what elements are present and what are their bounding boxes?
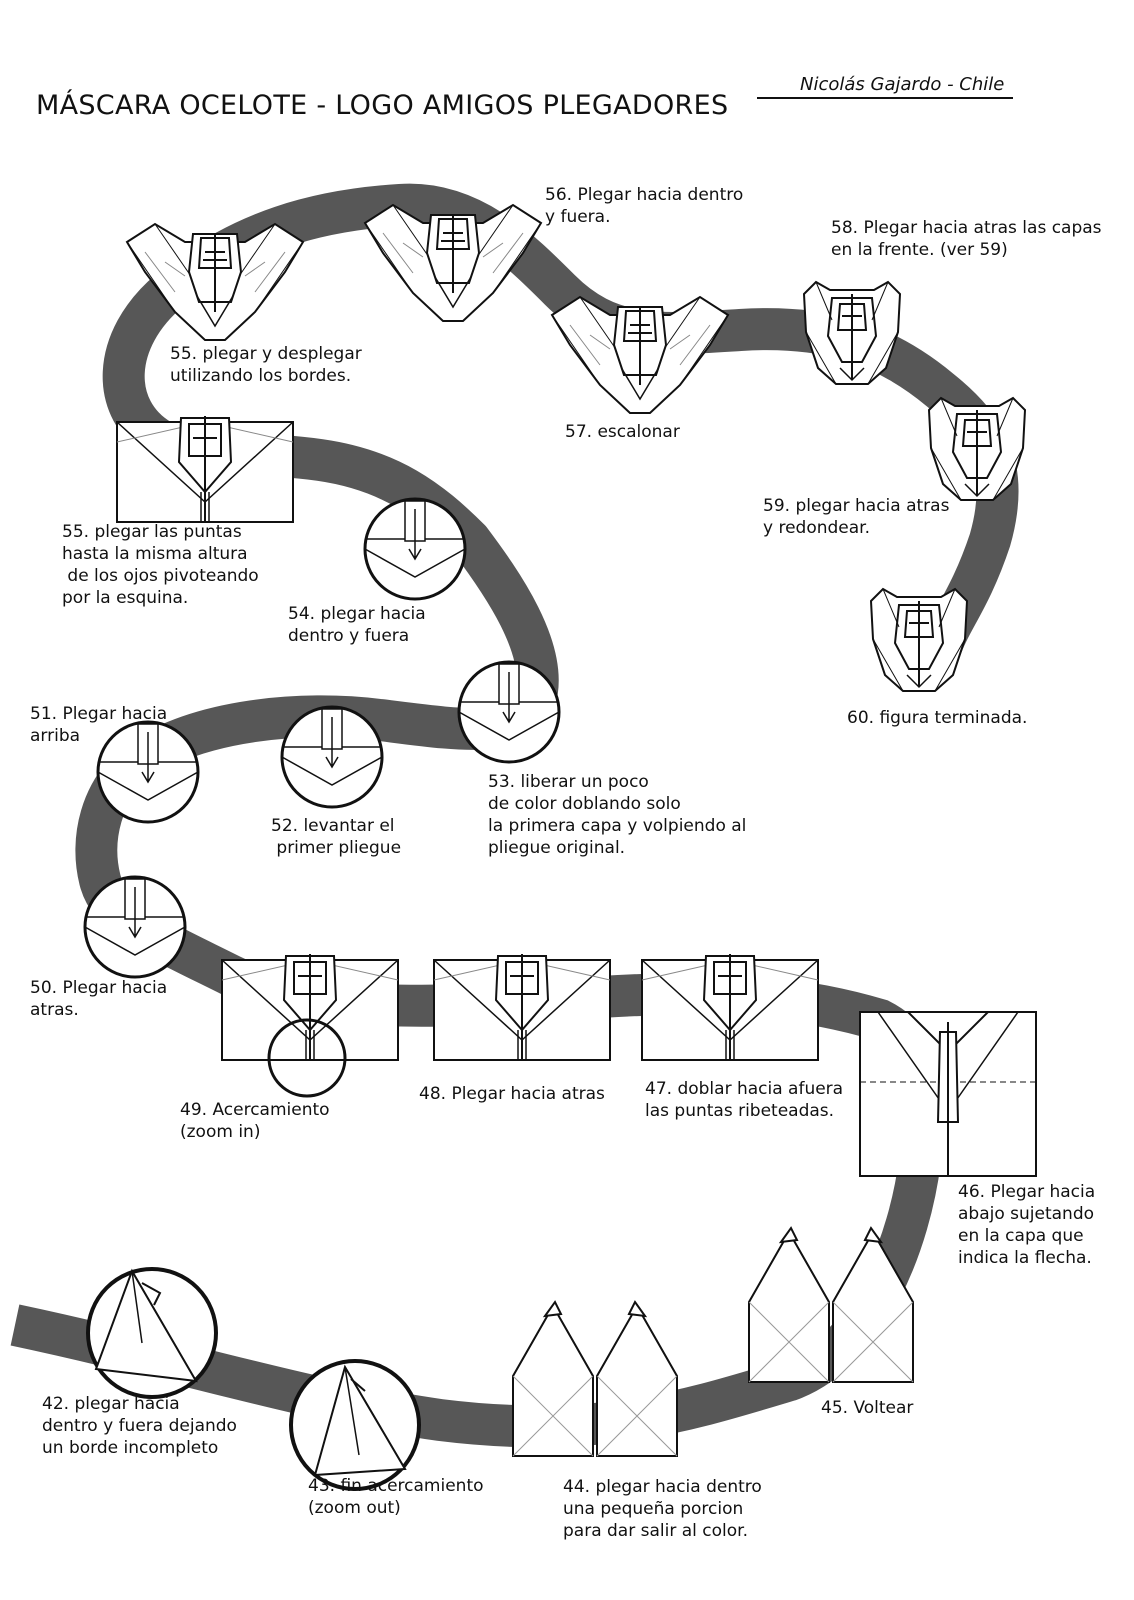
step-54-label: 54. plegar hacia dentro y fuera (288, 604, 426, 646)
step-42-figure (86, 1267, 218, 1399)
step-52-label: 52. levantar el primer pliegue (271, 816, 402, 858)
step-60-figure (870, 588, 968, 692)
step-57-label: 57. escalonar (565, 422, 680, 442)
step-51-label: 51. Plegar hacia arriba (30, 704, 168, 746)
step-48-label: 48. Plegar hacia atras (419, 1084, 605, 1104)
page-title: MÁSCARA OCELOTE - LOGO AMIGOS PLEGADORES (36, 90, 729, 121)
step-49-label: 49. Acercamiento (zoom in) (180, 1100, 330, 1142)
step-47-figure (641, 953, 819, 1061)
step-58-label: 58. Plegar hacia atras las capas en la f… (831, 218, 1102, 260)
step-53-label: 53. liberar un poco de color doblando so… (488, 772, 747, 858)
step-44-label: 44. plegar hacia dentro una pequeña porc… (563, 1477, 762, 1541)
step-59-label: 59. plegar hacia atras y redondear. (763, 496, 950, 538)
step-58-figure (803, 281, 901, 385)
step-54-figure (363, 497, 467, 601)
step-60-label: 60. figura terminada. (847, 708, 1028, 728)
step-52-figure (280, 705, 384, 809)
step-43-figure (289, 1359, 421, 1491)
step-56-figure (364, 204, 542, 322)
step-42-label: 42. plegar hacia dentro y fuera dejando … (42, 1394, 237, 1458)
step-50-figure (83, 875, 187, 979)
step-49-figure (221, 953, 399, 1061)
step-55a-label: 55. plegar las puntas hasta la misma alt… (62, 522, 259, 608)
step-45-label: 45. Voltear (821, 1398, 914, 1418)
step-56-label: 56. Plegar hacia dentro y fuera. (545, 185, 744, 227)
step-59-figure (928, 397, 1026, 501)
step-48-figure (433, 953, 611, 1061)
step-46-label: 46. Plegar hacia abajo sujetando en la c… (958, 1182, 1096, 1268)
step-55b-label: 55. plegar y desplegar utilizando los bo… (170, 344, 362, 386)
step-57-figure (551, 296, 729, 414)
author-underline (757, 97, 1013, 99)
step-53-figure (457, 660, 561, 764)
author-credit: Nicolás Gajardo - Chile (800, 74, 1005, 95)
step-49-zoom-circle (267, 1018, 347, 1098)
step-55a-figure (116, 415, 294, 523)
step-47-label: 47. doblar hacia afuera las puntas ribet… (645, 1079, 844, 1121)
step-50-label: 50. Plegar hacia atras. (30, 978, 168, 1020)
step-46-figure (859, 1011, 1037, 1177)
step-43-label: 43. fin acercamiento (zoom out) (308, 1476, 484, 1518)
